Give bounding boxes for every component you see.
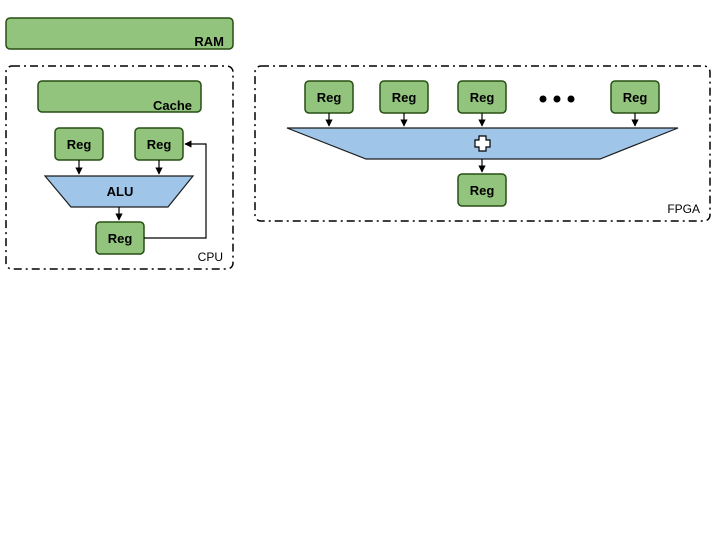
cpu-register-b-label: Reg: [147, 137, 172, 152]
alu-label: ALU: [107, 184, 134, 199]
fpga-register-4-label: Reg: [623, 90, 648, 105]
fpga-register-3-label: Reg: [470, 90, 495, 105]
cpu-register-a-label: Reg: [67, 137, 92, 152]
fpga-container: FPGA Reg Reg Reg Reg: [254, 65, 711, 222]
fpga-register-1-label: Reg: [317, 90, 342, 105]
alu-block: ALU: [43, 175, 195, 208]
cpu-output-register-label: Reg: [108, 231, 133, 246]
cache-label: Cache: [153, 98, 192, 113]
fpga-output-register-label: Reg: [470, 183, 495, 198]
fpga-register-4: Reg: [610, 80, 660, 114]
cache-block: Cache: [37, 80, 202, 113]
fpga-register-3: Reg: [457, 80, 507, 114]
ram-block: RAM: [5, 17, 234, 50]
fpga-register-1: Reg: [304, 80, 354, 114]
cpu-container: CPU Cache Reg Reg ALU Reg: [5, 65, 234, 270]
adder-block: [286, 127, 679, 160]
cpu-register-a: Reg: [54, 127, 104, 161]
ram-label: RAM: [194, 34, 224, 49]
plus-icon: [474, 135, 491, 152]
fpga-output-register: Reg: [457, 173, 507, 207]
fpga-register-2: Reg: [379, 80, 429, 114]
cpu-output-register: Reg: [95, 221, 145, 255]
fpga-label: FPGA: [667, 202, 700, 216]
feedback-arrow: [144, 140, 207, 239]
ellipsis-icon: [539, 95, 575, 103]
cpu-register-b: Reg: [134, 127, 184, 161]
cpu-label: CPU: [198, 250, 223, 264]
fpga-register-2-label: Reg: [392, 90, 417, 105]
